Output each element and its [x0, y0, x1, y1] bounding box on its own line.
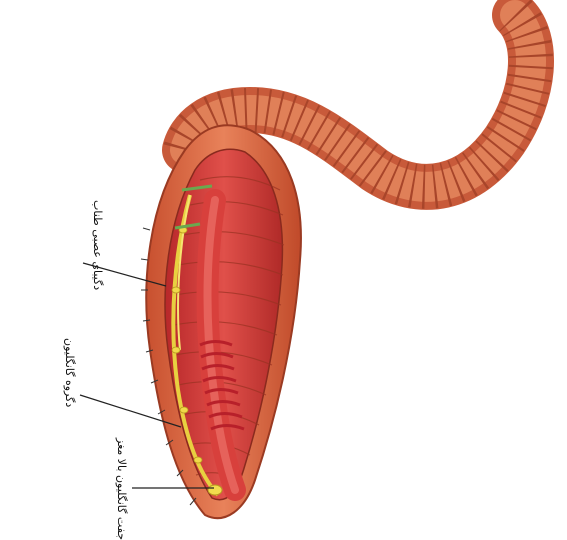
label-brain-ganglion: جفت گانگلیون بالا مغز	[115, 438, 128, 540]
label-ganglion-pair: دگروه گانگلیون	[63, 338, 76, 407]
label-nerve-cord: دگیبای عصبی طناب	[91, 200, 104, 290]
